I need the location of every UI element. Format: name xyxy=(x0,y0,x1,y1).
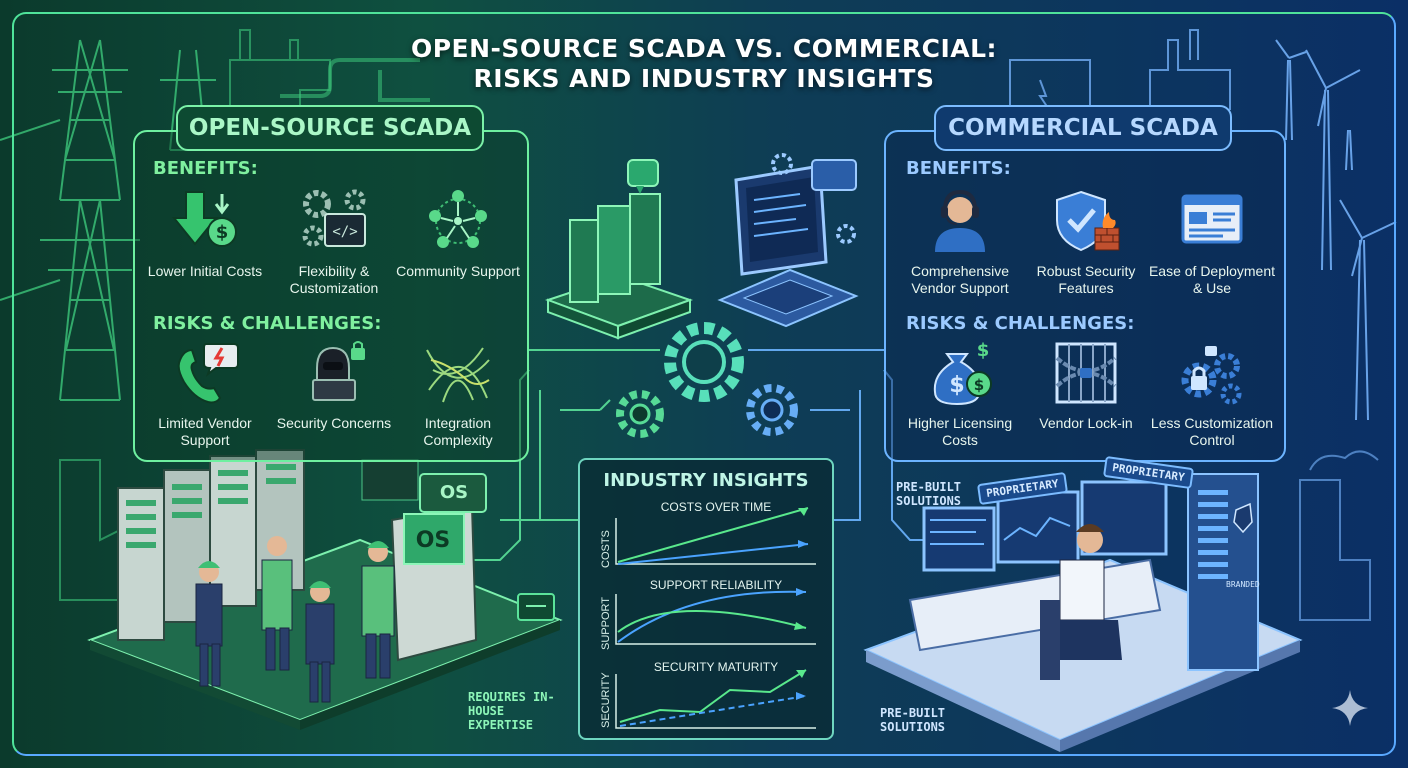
risk-label: Less Customization Control xyxy=(1150,415,1274,448)
open-source-control-room-illustration xyxy=(87,449,563,730)
risk-label: Higher Licensing Costs xyxy=(907,415,1013,448)
title-line-1: OPEN-SOURCE SCADA VS. COMMERCIAL: xyxy=(410,34,998,63)
chip-icon xyxy=(517,593,555,621)
cost-down-icon: $ xyxy=(171,191,237,247)
costs-arrow-blue xyxy=(798,540,808,548)
chart-title-costs: COSTS OVER TIME xyxy=(660,500,772,514)
risk-label: Security Concerns xyxy=(276,415,392,431)
community-network-icon xyxy=(429,190,487,248)
center-gear-icon xyxy=(616,322,798,438)
gears-code-icon: </> xyxy=(302,189,366,247)
transmission-tower-icon xyxy=(0,39,216,401)
support-arrow-blue xyxy=(796,588,806,596)
os-screen-label: OS xyxy=(439,482,469,503)
os-screen-label-2: OS xyxy=(415,528,451,553)
power-plant-icon xyxy=(1009,29,1231,110)
open-source-benefits-heading: BENEFITS: xyxy=(153,158,258,179)
branded-server-label: BRANDED xyxy=(1226,580,1260,589)
chart-title-support: SUPPORT RELIABILITY xyxy=(649,578,783,592)
in-house-expertise-note: REQUIRES IN-HOUSE EXPERTISE xyxy=(468,690,555,732)
page-title: OPEN-SOURCE SCADA VS. COMMERCIAL: RISKS … xyxy=(344,34,1064,94)
support-series-green xyxy=(617,609,807,633)
risk-limited-vendor-support: Limited Vendor Support xyxy=(141,340,269,449)
support-agent-icon xyxy=(935,189,985,252)
risk-label: Limited Vendor Support xyxy=(158,415,252,448)
chart-title-security: SECURITY MATURITY xyxy=(653,660,779,674)
benefit-label: Ease of Deployment & Use xyxy=(1148,263,1276,296)
costs-series-green xyxy=(617,507,809,563)
open-source-risks-heading: RISKS & CHALLENGES: xyxy=(153,313,382,334)
support-arrow-green xyxy=(794,622,806,630)
benefit-community-support: Community Support xyxy=(394,188,522,280)
costs-arrow-green xyxy=(798,508,808,516)
hacker-lock-icon xyxy=(312,341,365,401)
support-series-blue xyxy=(617,590,807,643)
phone-alert-icon xyxy=(177,343,239,404)
svg-text:</>: </> xyxy=(332,224,357,240)
security-arrow-blue xyxy=(796,692,806,700)
commercial-heading: COMMERCIAL SCADA xyxy=(934,105,1232,151)
security-series-blue xyxy=(619,695,807,727)
security-arrow-green xyxy=(796,670,806,678)
benefit-label: Lower Initial Costs xyxy=(147,263,263,279)
benefit-label: Community Support xyxy=(396,263,520,279)
commercial-benefits-heading: BENEFITS: xyxy=(906,158,1011,179)
risk-label: Vendor Lock-in xyxy=(1039,415,1133,431)
benefit-ease-of-deployment: Ease of Deployment & Use xyxy=(1148,188,1276,297)
dashboard-window-icon xyxy=(1181,194,1243,244)
commercial-control-room-illustration xyxy=(863,473,1303,752)
sparkle-icon xyxy=(1332,690,1368,726)
prebuilt-solutions-bottom: PRE-BUILT SOLUTIONS xyxy=(880,706,946,734)
risk-security-concerns: Security Concerns xyxy=(270,340,398,432)
outer-frame xyxy=(12,12,1396,756)
benefit-label: Comprehensive Vendor Support xyxy=(910,263,1010,296)
locked-gears-icon xyxy=(1181,346,1242,405)
open-source-panel xyxy=(133,130,529,462)
svg-text:$: $ xyxy=(949,373,964,398)
circuit-connectors-blue xyxy=(748,349,940,541)
computer-monitor-icon xyxy=(717,153,859,328)
costs-series-blue xyxy=(617,543,809,565)
wind-turbine-icon xyxy=(1275,39,1397,421)
building-icon xyxy=(1299,450,1379,621)
commercial-panel xyxy=(884,130,1286,462)
prebuilt-solutions-top: PRE-BUILT SOLUTIONS xyxy=(896,480,962,508)
benefit-lower-initial-costs: $ Lower Initial Costs xyxy=(141,188,269,280)
risk-higher-licensing-costs: $ $ $ Higher Licensing Costs xyxy=(896,340,1024,449)
circuit-connectors xyxy=(470,349,660,561)
shield-firewall-icon xyxy=(1056,190,1120,252)
security-series-green xyxy=(619,669,807,723)
industry-insights-panel: INDUSTRY INSIGHTS COSTS OVER TIME COSTS … xyxy=(578,458,834,740)
svg-text:$: $ xyxy=(216,222,229,243)
mini-chart-support xyxy=(615,588,816,645)
benefit-comprehensive-vendor-support: Comprehensive Vendor Support xyxy=(896,188,1024,297)
commercial-risks-heading: RISKS & CHALLENGES: xyxy=(906,313,1135,334)
benefit-label: Robust Security Features xyxy=(1036,263,1136,296)
money-bag-icon: $ $ $ xyxy=(933,340,992,406)
open-source-heading: OPEN-SOURCE SCADA xyxy=(176,105,484,151)
risk-label: Integration Complexity xyxy=(423,415,493,448)
tangled-wires-icon xyxy=(426,347,490,403)
svg-text:$: $ xyxy=(977,340,990,361)
risk-vendor-lock-in: Vendor Lock-in xyxy=(1022,340,1150,432)
insights-mini-charts xyxy=(615,507,816,729)
risk-less-customization-control: Less Customization Control xyxy=(1148,340,1276,449)
mini-chart-security xyxy=(615,669,816,729)
benefit-robust-security-features: Robust Security Features xyxy=(1022,188,1150,297)
title-line-2: RISKS AND INDUSTRY INSIGHTS xyxy=(473,64,935,93)
mini-chart-costs xyxy=(615,507,816,565)
chained-gate-icon xyxy=(1055,342,1117,404)
benefit-label: Flexibility & Customization xyxy=(289,263,379,296)
svg-text:$: $ xyxy=(974,376,984,394)
pipeline-icon xyxy=(280,58,430,102)
server-stack-icon xyxy=(544,159,694,340)
benefit-flexibility-customization: </> Flexibility & Customization xyxy=(270,188,398,297)
risk-integration-complexity: Integration Complexity xyxy=(394,340,522,449)
industry-insights-heading: INDUSTRY INSIGHTS xyxy=(603,470,809,491)
